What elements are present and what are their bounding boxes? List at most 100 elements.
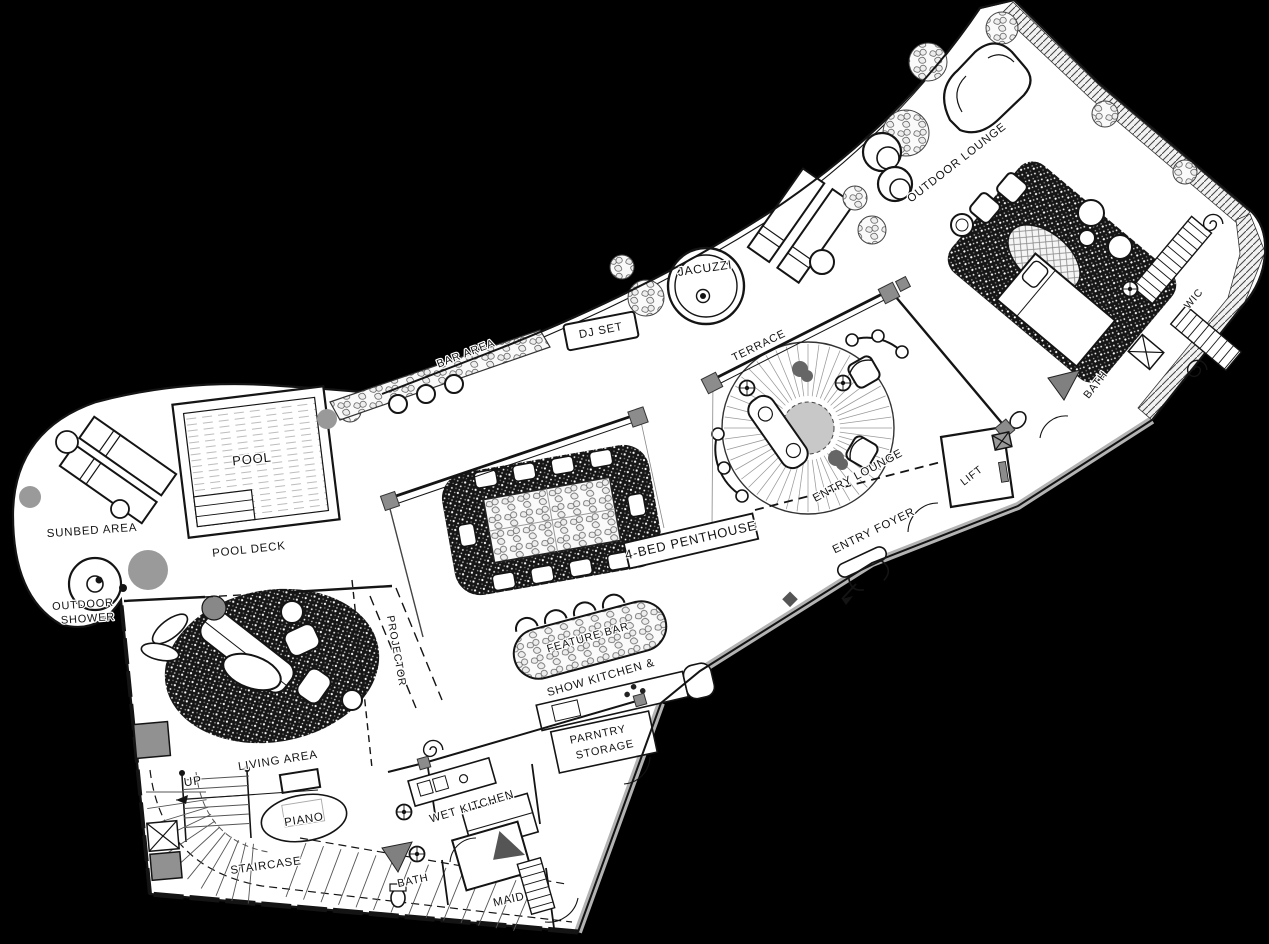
armchair <box>996 172 1028 204</box>
tree <box>842 185 868 211</box>
wardrobe-ladder <box>1131 215 1213 305</box>
lift-shaft <box>132 720 172 760</box>
dining-chair <box>491 571 517 592</box>
toilet <box>390 888 406 908</box>
dining-chair <box>529 564 555 585</box>
curved-sofa <box>942 42 1032 134</box>
projector-line <box>369 595 417 709</box>
dining-chair <box>457 522 478 548</box>
outdoor-shower <box>67 556 127 612</box>
bed <box>995 252 1117 368</box>
tree <box>908 42 948 82</box>
pool <box>171 385 341 539</box>
wall-pier <box>700 371 724 395</box>
flower-symbol <box>1121 280 1139 298</box>
pantry-door-arc <box>623 756 651 785</box>
console <box>747 394 809 470</box>
staircase-area <box>132 720 573 931</box>
tree <box>857 215 887 245</box>
pouf <box>280 600 304 624</box>
wall-pier <box>894 275 912 293</box>
shower-corner <box>381 841 413 874</box>
flower-symbol <box>408 845 426 863</box>
show-kitchen-counter <box>535 662 716 732</box>
tree <box>317 409 337 429</box>
bath-door-arc <box>1039 415 1069 439</box>
side-table <box>110 499 130 519</box>
dining-chair <box>550 455 576 476</box>
living-area <box>140 588 380 843</box>
up-arrow <box>175 789 319 801</box>
outdoor-lounge-area <box>861 11 1032 203</box>
outdoor-pool-area <box>19 385 362 612</box>
door-stop <box>782 591 798 608</box>
tree <box>627 279 665 317</box>
flower-symbol <box>738 379 756 397</box>
flower-symbol <box>834 374 852 392</box>
wet-kitchen-counter <box>407 756 497 808</box>
armchair <box>283 623 321 657</box>
room-label-outdoor-shower-line1: OUTDOOR <box>52 597 115 613</box>
bar-counter-band <box>329 329 551 421</box>
door-arc <box>544 897 579 923</box>
room-label-outdoor-shower-line2: SHOWER <box>60 611 115 627</box>
coil-decor <box>1202 213 1224 232</box>
sunbeds <box>58 415 178 525</box>
penthouse-label-box <box>622 512 760 570</box>
shaft-x-box <box>991 431 1013 451</box>
dining-chair <box>626 492 647 518</box>
dining-area <box>441 444 663 596</box>
balcony-planter <box>1091 100 1119 128</box>
pouf <box>341 689 363 711</box>
master-suite <box>947 161 1177 439</box>
wall-pier <box>379 490 401 512</box>
wardrobe-ladder <box>516 856 556 916</box>
round-table <box>950 213 974 237</box>
wall-pier <box>877 281 901 305</box>
walls <box>123 0 1267 933</box>
service-area <box>381 699 641 929</box>
dining-chair <box>473 468 499 489</box>
bar-terrace-strip <box>329 167 887 421</box>
projector-line <box>395 587 443 701</box>
tree <box>19 486 41 508</box>
side-table <box>809 249 835 275</box>
pantry-storage <box>549 710 659 774</box>
coil-decor <box>422 739 444 758</box>
pouf <box>1077 199 1105 227</box>
tree <box>609 254 635 280</box>
pouf <box>201 595 227 621</box>
right-balcony-band <box>1137 213 1266 421</box>
dining-chair <box>588 448 614 469</box>
dj-set-box <box>562 310 640 352</box>
balcony-planter <box>1172 159 1198 185</box>
armchair <box>847 355 881 389</box>
flower-symbol <box>395 803 413 821</box>
wall-pier <box>416 755 432 771</box>
wardrobe-ladder <box>1169 304 1243 372</box>
pouf <box>1078 229 1096 247</box>
armchair <box>845 435 879 469</box>
tree <box>985 11 1019 45</box>
dining-chair <box>511 462 537 483</box>
shaft-x-box <box>1127 333 1165 371</box>
tv-unit <box>278 767 322 795</box>
shower-corner <box>1047 369 1081 401</box>
decor-extras <box>146 213 1243 916</box>
chair-ring <box>889 178 911 200</box>
coffee-table <box>222 652 282 692</box>
tree <box>128 550 168 590</box>
shaft-x-box <box>146 819 180 853</box>
chair-ring <box>876 146 900 170</box>
pouf <box>1107 234 1133 260</box>
feature-bar <box>512 593 668 680</box>
kitchen-area <box>369 587 716 785</box>
armchair <box>296 667 332 705</box>
shaft-gray <box>149 850 183 882</box>
bar-stool <box>444 374 464 394</box>
entry-arrow <box>841 583 857 600</box>
maid-bed <box>450 820 534 892</box>
room-label-up: UP <box>183 773 203 789</box>
coil-decor <box>1186 359 1208 378</box>
